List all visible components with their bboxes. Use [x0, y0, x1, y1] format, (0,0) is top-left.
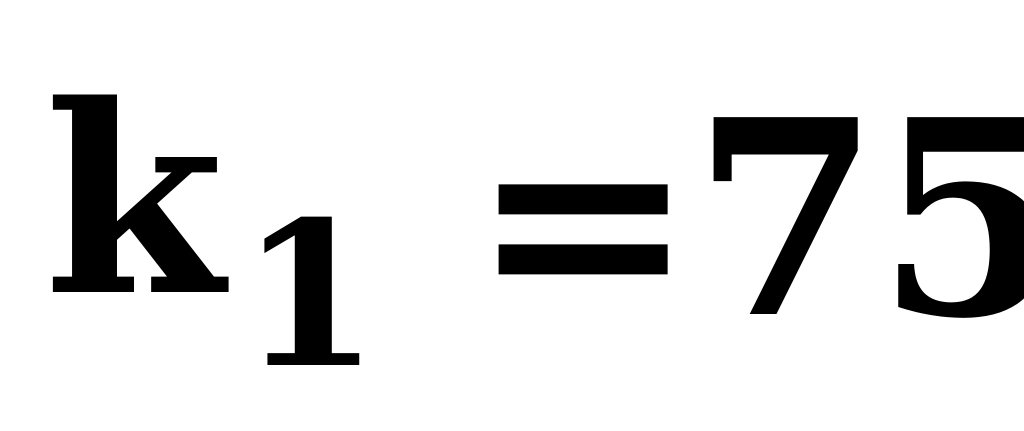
subscript-index: 1	[240, 178, 380, 413]
variable-k: k	[44, 49, 225, 354]
equals-value: =75	[470, 60, 1024, 378]
